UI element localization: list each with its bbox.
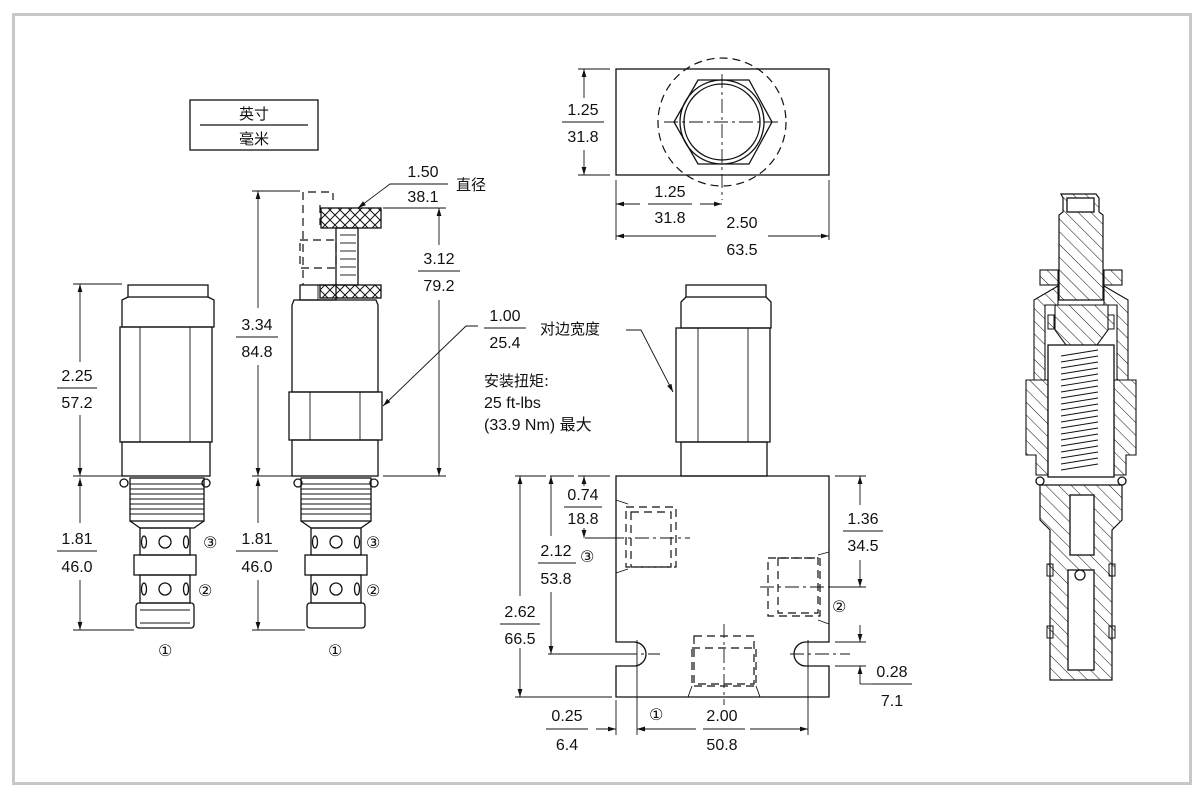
dim-mm: 18.8 (567, 511, 598, 528)
port-3-label: ③ (203, 533, 217, 552)
diameter-label: 直径 (456, 176, 486, 194)
dim-in: 3.12 (423, 251, 454, 268)
hex-body (288, 391, 383, 441)
dimension-knob-diameter: 1.50 38.1 直径 (357, 164, 486, 209)
port-2-label: ② (366, 581, 380, 600)
dim-in: 1.00 (489, 308, 520, 325)
dim-in: 1.36 (847, 511, 878, 528)
torque-title: 安装扭矩: (484, 372, 549, 390)
knob-handle-upper (320, 207, 382, 229)
port-1-label: ① (158, 641, 172, 660)
dim-in: 2.12 (540, 543, 571, 560)
thread-section (129, 477, 205, 522)
port-3-hidden (625, 506, 677, 568)
dimension-mount-hole: 2.12 53.8 ③ (538, 475, 630, 655)
dim-mm: 79.2 (423, 278, 454, 295)
dim-mm: 31.8 (567, 129, 598, 146)
dimension-knob-travel: 3.12 79.2 (383, 207, 460, 477)
dim-in: 1.25 (567, 102, 598, 119)
dim-in: 2.62 (504, 604, 535, 621)
dim-mm: 31.8 (654, 210, 685, 227)
legend-mm-label: 毫米 (239, 130, 269, 148)
dim-in: 2.25 (61, 368, 92, 385)
port-2-label: ② (832, 597, 846, 616)
o-ring-icon (119, 478, 129, 488)
dim-mm: 84.8 (241, 344, 272, 361)
legend-inch-label: 英寸 (239, 105, 269, 123)
top-view (615, 57, 830, 200)
dimension-hole-offset: 0.28 7.1 (835, 625, 912, 710)
port-2-label: ② (198, 581, 212, 600)
cartridge-side-view (119, 284, 215, 629)
unit-legend: 英寸 毫米 (189, 99, 319, 151)
dim-in: 1.81 (241, 531, 272, 548)
dim-in: 1.81 (61, 531, 92, 548)
hex-body (675, 327, 771, 443)
dimension-knob-overall: 3.34 84.8 (236, 190, 300, 477)
port-3-label: ③ (366, 533, 380, 552)
torque-value: 25 ft-lbs (484, 395, 541, 412)
manifold-top-outline (615, 68, 830, 176)
dimension-left-upper: 2.25 57.2 (57, 283, 122, 477)
hex-body (119, 326, 213, 443)
dimension-top-width: 2.50 63.5 (616, 180, 830, 259)
dimension-port3-depth: 0.74 18.8 (564, 475, 620, 539)
dim-mm: 53.8 (540, 571, 571, 588)
dim-mm: 46.0 (241, 559, 272, 576)
adjusting-screw (1058, 193, 1104, 301)
dim-mm: 38.1 (407, 189, 438, 206)
dim-mm: 7.1 (881, 693, 903, 710)
manifold-body-outline (615, 475, 830, 698)
dim-in: 0.74 (567, 487, 598, 504)
torque-metric: (33.9 Nm) 最大 (484, 416, 592, 434)
dim-in: 1.50 (407, 164, 438, 181)
dim-mm: 63.5 (726, 242, 757, 259)
dimension-edge-offset: 0.25 6.4 (546, 700, 657, 754)
dimension-hole-spacing: 2.00 50.8 ① (637, 705, 808, 754)
dim-in: 0.25 (551, 708, 582, 725)
dimension-left-lower: 1.81 46.0 (57, 478, 134, 631)
dim-mm: 50.8 (706, 737, 737, 754)
knob-clearance-circle (657, 57, 787, 187)
port-1-label: ① (328, 641, 342, 660)
dim-mm: 25.4 (489, 335, 520, 352)
manifold-front-view (598, 284, 850, 735)
port-1-label: ① (649, 705, 663, 724)
dim-mm: 6.4 (556, 737, 578, 754)
across-flats-label: 对边宽度 (540, 320, 600, 338)
dim-mm: 46.0 (61, 559, 92, 576)
dim-in: 3.34 (241, 317, 272, 334)
dimension-knob-lower: 1.81 46.0 (236, 478, 305, 631)
dim-in: 0.28 (876, 664, 907, 681)
dim-in: 1.25 (654, 184, 685, 201)
legend-box (189, 99, 319, 151)
dim-in: 2.00 (706, 708, 737, 725)
cartridge-with-knob-view (288, 191, 383, 629)
dim-mm: 66.5 (504, 631, 535, 648)
dimension-port2-depth: 1.36 34.5 ② (829, 475, 883, 616)
dimension-body-overall: 2.62 66.5 (500, 475, 612, 698)
cartridge-section-view (1025, 193, 1137, 681)
dimension-top-height: 1.25 31.8 (562, 68, 610, 176)
hex-across-flats-note: 1.00 25.4 对边宽度 (382, 308, 674, 407)
spring-icon (1060, 349, 1099, 471)
port-3-label: ③ (580, 547, 594, 566)
dimension-top-center: 1.25 31.8 (615, 180, 722, 240)
knob-handle-lower (319, 284, 382, 299)
dim-mm: 57.2 (61, 395, 92, 412)
dim-mm: 34.5 (847, 538, 878, 555)
torque-note: 安装扭矩: 25 ft-lbs (33.9 Nm) 最大 (484, 372, 592, 434)
drawing-frame (12, 13, 1192, 785)
dim-in: 2.50 (726, 215, 757, 232)
